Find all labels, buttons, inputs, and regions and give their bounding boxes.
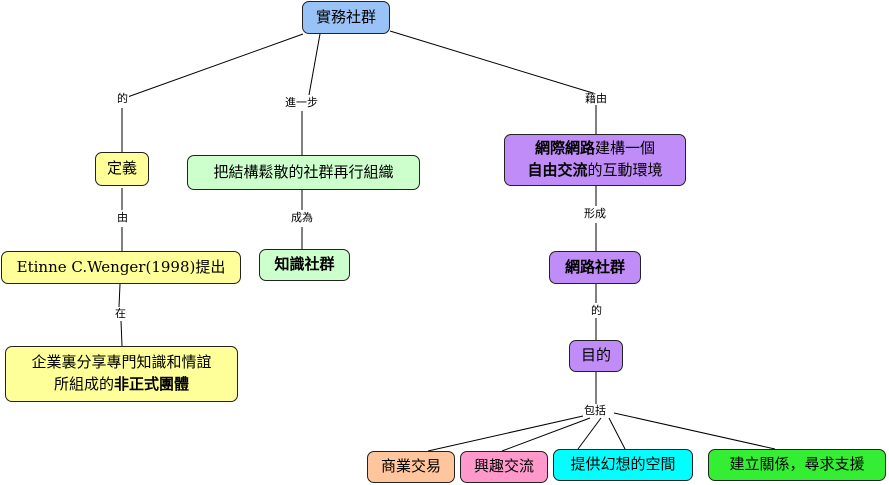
wenger-node-label: Etinne C.Wenger(1998)提出 bbox=[16, 257, 226, 276]
network-env-line1: 網際網路建構一個 bbox=[535, 138, 655, 160]
informal-group-node: 企業裏分享專門知識和情誼 所組成的非正式團體 bbox=[5, 346, 238, 402]
knowledge-community-node: 知識社群 bbox=[259, 249, 350, 281]
network-env-line2: 自由交流的互動環境 bbox=[527, 160, 662, 182]
wenger-node: Etinne C.Wenger(1998)提出 bbox=[1, 251, 241, 284]
root-node: 實務社群 bbox=[302, 1, 390, 34]
knowledge-community-label: 知識社群 bbox=[274, 255, 335, 274]
network-community-label: 網路社群 bbox=[564, 257, 625, 276]
link-label-become: 成為 bbox=[290, 211, 314, 224]
link-label-form: 形成 bbox=[583, 207, 607, 220]
definition-node: 定義 bbox=[95, 152, 149, 186]
commerce-node-label: 商業交易 bbox=[380, 457, 441, 476]
network-env-node: 網際網路建構一個 自由交流的互動環境 bbox=[504, 134, 686, 186]
organize-node-label: 把結構鬆散的社群再行組織 bbox=[213, 162, 394, 181]
network-env-bold1: 網際網路 bbox=[534, 139, 595, 158]
link-label-of2: 的 bbox=[590, 304, 603, 317]
link-label-of: 的 bbox=[116, 92, 129, 105]
interest-node: 興趣交流 bbox=[460, 451, 548, 483]
fantasy-node: 提供幻想的空間 bbox=[553, 449, 693, 481]
link-label-in: 在 bbox=[114, 307, 127, 320]
network-env-rest2: 的互動環境 bbox=[587, 161, 663, 179]
link-label-include: 包括 bbox=[583, 404, 607, 417]
relationship-node-label: 建立關係，尋求支援 bbox=[729, 455, 865, 474]
root-node-label: 實務社群 bbox=[315, 7, 376, 26]
interest-node-label: 興趣交流 bbox=[473, 457, 534, 476]
link-label-further: 進一步 bbox=[284, 96, 319, 109]
informal-group-pre: 所組成的 bbox=[53, 375, 114, 393]
fantasy-node-label: 提供幻想的空間 bbox=[570, 455, 676, 474]
purpose-node-label: 目的 bbox=[580, 346, 611, 365]
commerce-node: 商業交易 bbox=[367, 451, 455, 483]
relationship-node: 建立關係，尋求支援 bbox=[708, 449, 886, 481]
organize-node: 把結構鬆散的社群再行組織 bbox=[187, 155, 420, 190]
informal-group-line1: 企業裏分享專門知識和情誼 bbox=[31, 353, 212, 372]
informal-group-bold: 非正式團體 bbox=[114, 375, 190, 393]
purpose-node: 目的 bbox=[569, 340, 623, 372]
network-env-rest1: 建構一個 bbox=[595, 139, 656, 158]
network-community-node: 網路社群 bbox=[549, 251, 641, 284]
network-env-bold2: 自由交流 bbox=[527, 161, 588, 179]
informal-group-line2: 所組成的非正式團體 bbox=[54, 374, 189, 396]
link-label-via: 藉由 bbox=[584, 92, 608, 105]
link-label-by: 由 bbox=[116, 211, 129, 224]
definition-node-label: 定義 bbox=[106, 159, 137, 178]
